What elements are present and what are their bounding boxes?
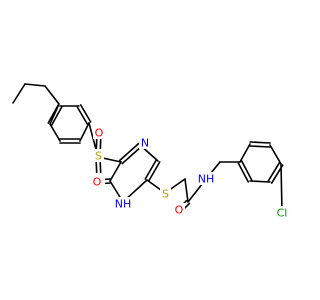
single-bond-line xyxy=(280,163,283,213)
atom-nh-ring: NH xyxy=(113,197,133,211)
atom-label-nh-amide: NH xyxy=(198,173,215,186)
single-bond-line xyxy=(184,178,189,203)
atom-s-sulfonyl: S xyxy=(93,149,104,163)
atom-cl: Cl xyxy=(274,206,290,220)
single-bond-line xyxy=(24,83,46,87)
double-bond-line xyxy=(237,162,250,183)
atom-nh-amide: NH xyxy=(196,172,216,186)
single-bond-line xyxy=(239,143,251,163)
atom-n-ring-top: N xyxy=(139,136,151,150)
single-bond-line xyxy=(249,180,271,183)
atom-label-cl: Cl xyxy=(277,207,288,220)
atom-o-carbonyl-ring: O xyxy=(91,175,103,189)
double-bond-line xyxy=(118,142,140,162)
atom-label-s-thioether: S xyxy=(162,188,169,201)
atom-label-o-amide: O xyxy=(175,204,184,217)
atom-label-o-sulfonyl-top: O xyxy=(95,127,104,140)
double-bond-line xyxy=(47,104,60,124)
double-bond-line xyxy=(249,145,271,148)
single-bond-line xyxy=(109,161,122,182)
atom-o-amide: O xyxy=(173,203,185,217)
double-bond-line xyxy=(249,141,271,144)
atom-label-s-sulfonyl: S xyxy=(95,150,102,163)
atom-o-sulfonyl-top: O xyxy=(93,126,105,140)
double-bond-line xyxy=(76,106,89,125)
double-bond-line xyxy=(267,162,281,182)
single-bond-line xyxy=(269,144,282,165)
double-bond-line xyxy=(50,106,63,126)
atom-label-o-carbonyl-ring: O xyxy=(93,176,102,189)
atom-label-n-ring-top: N xyxy=(141,137,149,150)
atom-labels: S O O O N NH S O xyxy=(91,126,290,220)
atom-s-thioether: S xyxy=(160,187,171,201)
single-bond-line xyxy=(49,123,61,142)
single-bond-line xyxy=(44,85,60,105)
single-bond-line xyxy=(12,83,26,104)
double-bond-line xyxy=(79,104,92,123)
double-bond-line xyxy=(147,161,161,182)
molecule-structure-diagram: S O O O N NH S O xyxy=(12,83,290,220)
single-bond-line xyxy=(79,122,90,142)
double-bond-line xyxy=(121,145,143,165)
double-bond-line xyxy=(144,159,158,180)
atom-label-nh-ring: NH xyxy=(115,198,132,211)
double-bond-line xyxy=(240,160,253,181)
